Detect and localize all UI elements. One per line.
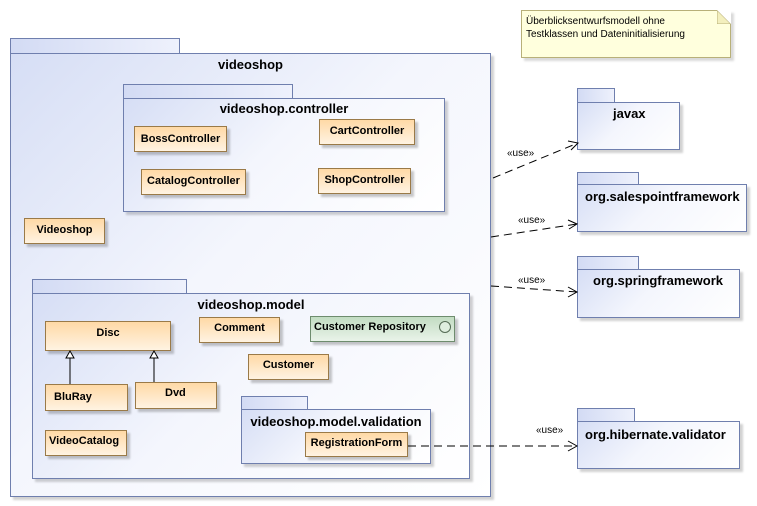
class-disc[interactable]: Disc bbox=[45, 321, 171, 351]
package-javax[interactable]: javax bbox=[577, 102, 680, 150]
package-org-springframework[interactable]: org.springframework bbox=[577, 269, 740, 318]
class-catalog-controller[interactable]: CatalogController bbox=[141, 169, 246, 195]
diagram-note: Überblicksentwurfsmodell ohne Testklasse… bbox=[521, 10, 731, 58]
package-org-hibernate-validator[interactable]: org.hibernate.validator bbox=[577, 421, 740, 469]
class-dvd[interactable]: Dvd bbox=[135, 382, 217, 409]
dependency-line-salespoint bbox=[490, 223, 578, 238]
package-title-model: videoshop.model bbox=[197, 297, 305, 312]
class-bluray[interactable]: BluRay bbox=[45, 384, 128, 411]
class-videoshop[interactable]: Videoshop bbox=[24, 218, 105, 244]
class-customer[interactable]: Customer bbox=[248, 354, 329, 380]
package-org-salespointframework[interactable]: org.salespointframework bbox=[577, 184, 747, 232]
package-title-controller: videoshop.controller bbox=[219, 101, 349, 116]
note-fold-corner bbox=[717, 10, 731, 24]
note-line-2: Testklassen und Dateninitialisierung bbox=[526, 29, 685, 40]
dependency-label-hibernate: «use» bbox=[536, 425, 564, 436]
dependency-arrowhead-hibernate bbox=[567, 440, 579, 452]
class-registration-form[interactable]: RegistrationForm bbox=[305, 432, 408, 457]
dependency-line-spring bbox=[490, 285, 578, 293]
dependency-label-javax: «use» bbox=[507, 148, 535, 159]
class-shop-controller[interactable]: ShopController bbox=[318, 168, 411, 194]
dependency-arrowhead-javax bbox=[567, 140, 580, 151]
dependency-line-javax bbox=[492, 142, 579, 179]
interface-circle-icon bbox=[439, 321, 451, 333]
class-customer-repository[interactable]: Customer Repository bbox=[310, 316, 455, 342]
customer-repository-label: Customer Repository bbox=[314, 321, 426, 333]
package-title-javax: javax bbox=[613, 106, 646, 121]
dependency-label-salespoint: «use» bbox=[518, 215, 546, 226]
dependency-arrowhead-spring bbox=[567, 286, 579, 298]
class-cart-controller[interactable]: CartController bbox=[319, 119, 415, 145]
package-title-validation: videoshop.model.validation bbox=[250, 414, 422, 429]
package-title-hibernate: org.hibernate.validator bbox=[585, 427, 726, 442]
generalization-arrow-dvd bbox=[149, 349, 159, 359]
dependency-arrowhead-salespoint bbox=[567, 219, 579, 230]
package-title-spring: org.springframework bbox=[593, 273, 724, 288]
dependency-label-spring: «use» bbox=[518, 275, 546, 286]
class-boss-controller[interactable]: BossController bbox=[134, 126, 227, 152]
package-title-salespoint: org.salespointframework bbox=[585, 189, 740, 204]
package-title-videoshop: videoshop bbox=[217, 57, 283, 72]
note-line-1: Überblicksentwurfsmodell ohne bbox=[526, 16, 665, 27]
generalization-arrow-bluray bbox=[65, 349, 75, 359]
class-comment[interactable]: Comment bbox=[199, 317, 280, 343]
class-video-catalog[interactable]: VideoCatalog bbox=[45, 430, 127, 456]
